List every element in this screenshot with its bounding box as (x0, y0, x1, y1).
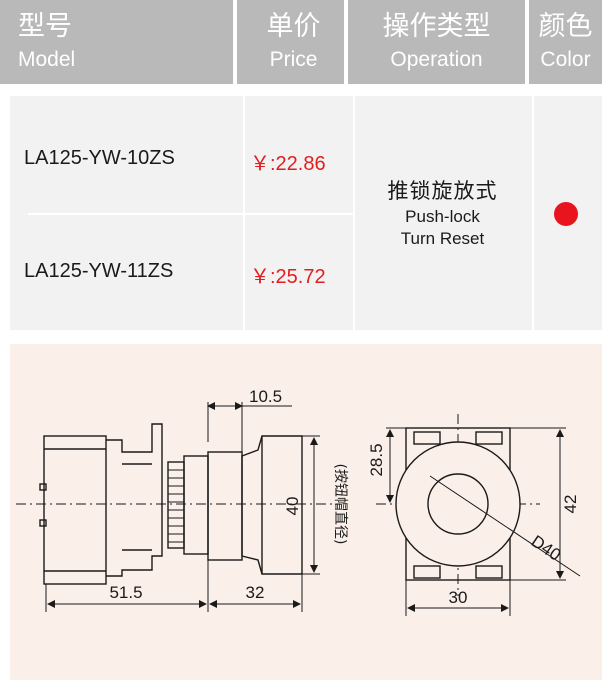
product-table: LA125-YW-10ZS ￥:22.86 LA125-YW-11ZS ￥:25… (10, 96, 602, 330)
side-collar (183, 455, 209, 555)
side-housing (43, 435, 107, 585)
operation-en-line2: Turn Reset (400, 229, 485, 248)
header-operation-en: Operation (390, 48, 483, 71)
dim-28-5-label: 28.5 (367, 443, 386, 476)
header-price-en: Price (269, 48, 318, 71)
dimension-drawing-svg: 10.5 40 (按钮帽直径) 51.5 32 28.5 42 D40 30 (16, 387, 581, 616)
header-model-zh: 型号 (18, 11, 72, 42)
dim-40-label: 40 (283, 497, 302, 516)
dimension-drawing: 10.5 40 (按钮帽直径) 51.5 32 28.5 42 D40 30 (10, 344, 602, 680)
side-bushing (167, 461, 185, 549)
header-color-zh: 颜色 (538, 11, 593, 42)
dim-30-label: 30 (449, 588, 468, 607)
model-cell: LA125-YW-11ZS (24, 260, 174, 282)
header-price-zh: 单价 (266, 11, 321, 42)
header-operation: 操作类型 Operation (348, 0, 525, 84)
header-operation-zh: 操作类型 (382, 11, 491, 42)
dim-42-label: 42 (561, 495, 580, 514)
side-contact-block (106, 423, 163, 577)
header-color: 颜色 Color (529, 0, 602, 84)
price-cell: ￥:25.72 (250, 266, 326, 288)
dim-32-label: 32 (246, 583, 265, 602)
dim-51-5-label: 51.5 (109, 583, 142, 602)
table-header: 型号 Model 单价 Price 操作类型 Operation 颜色 Colo… (0, 0, 602, 84)
header-color-en: Color (540, 48, 591, 71)
red-color-swatch (554, 202, 578, 226)
column-divider (532, 96, 534, 330)
header-price: 单价 Price (237, 0, 344, 84)
column-divider (353, 96, 355, 330)
operation-en-line1: Push-lock (405, 207, 480, 226)
operation-cell: 推锁旋放式 Push-lock Turn Reset (355, 96, 530, 330)
price-cell: ￥:22.86 (250, 153, 326, 175)
dim-d40-label: D40 (528, 532, 564, 565)
dim-cap-note-label: (按钮帽直径) (332, 464, 349, 545)
dim-10-5-label: 10.5 (249, 387, 282, 406)
front-button-inner (427, 473, 489, 535)
row-divider (28, 213, 353, 215)
header-model-en: Model (18, 48, 76, 71)
operation-zh: 推锁旋放式 (387, 179, 498, 203)
model-cell: LA125-YW-10ZS (24, 147, 175, 169)
front-button-outer (395, 441, 521, 567)
header-model: 型号 Model (0, 0, 233, 84)
